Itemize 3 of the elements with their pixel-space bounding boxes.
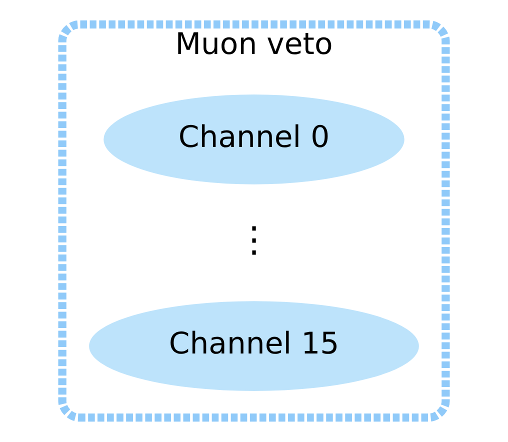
node-ellipse: Channel 0 — [104, 94, 404, 184]
node-ellipse: Channel 15 — [89, 301, 419, 392]
label: ⋮ — [236, 219, 272, 260]
